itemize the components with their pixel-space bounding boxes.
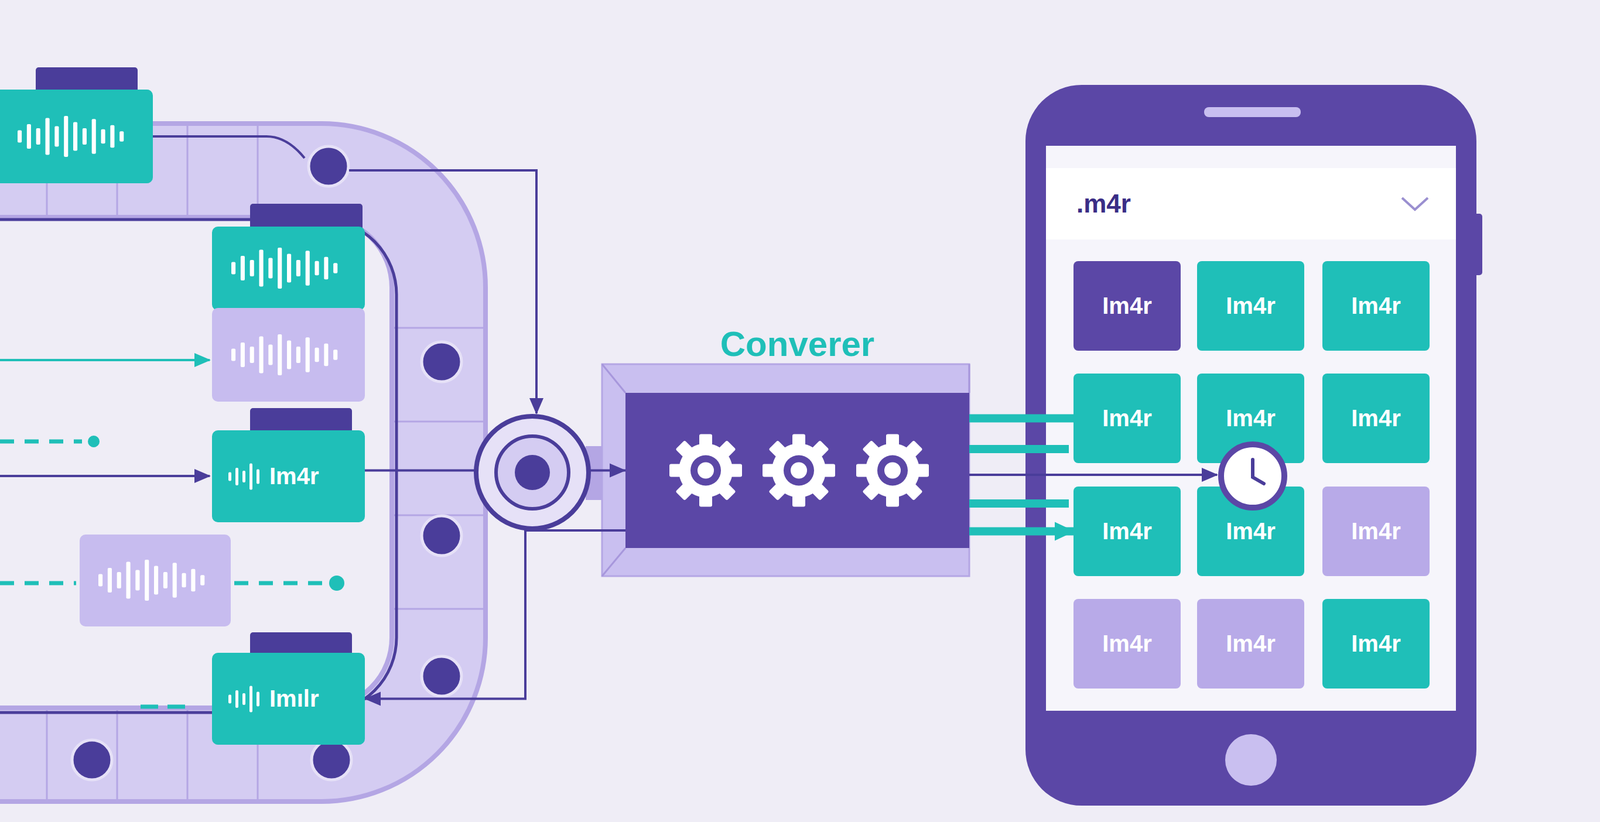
input-arrow — [0, 359, 210, 362]
dashed-line — [0, 581, 77, 586]
input-arrow — [0, 474, 210, 478]
ringtone-tile: Im4r — [1073, 599, 1181, 689]
feed-line — [349, 170, 537, 414]
audio-file-tile — [0, 89, 153, 184]
file-label: Imılr — [269, 685, 319, 713]
ringtone-tile: Im4r — [1197, 599, 1305, 689]
file-label: Im4r — [1102, 630, 1152, 658]
conveyor-belt — [0, 170, 439, 755]
hub-wheel — [476, 416, 589, 529]
file-label: Im4r — [1225, 292, 1276, 320]
file-label: Im4r — [1225, 630, 1276, 658]
dashed-line — [234, 581, 323, 586]
ringtone-tile: Im4r — [1197, 261, 1305, 351]
file-label: Im4r — [1225, 518, 1276, 545]
file-label: Im4r — [1351, 518, 1401, 545]
audio-file-tile — [79, 534, 231, 627]
converter-box: Converer — [625, 392, 970, 549]
output-stream — [969, 499, 1069, 508]
ringtone-tile: Im4r — [1322, 599, 1430, 689]
file-label: Im4r — [1351, 630, 1401, 658]
dashed-line — [140, 705, 194, 710]
audio-file-tile: Im4r — [212, 430, 365, 523]
ringtone-tile: Im4r — [1073, 486, 1181, 577]
connector-arrow — [364, 530, 626, 700]
file-label: Im4r — [1102, 405, 1152, 432]
line-dot — [87, 435, 100, 448]
ringtone-tile: Im4r — [1073, 261, 1181, 351]
connector-arrow — [969, 527, 1074, 536]
output-arrow — [969, 473, 1217, 477]
conveyor-belt-surface — [0, 170, 439, 755]
phone-screen — [1045, 145, 1456, 711]
converter-bevel — [602, 364, 970, 577]
connector-arrow — [969, 414, 1074, 423]
converter-housing — [602, 364, 970, 577]
ringtone-tile: Im4r — [1322, 373, 1430, 464]
waveform-icons — [17, 115, 338, 601]
conveyor-track — [0, 219, 397, 713]
ringtone-tile: Im4r — [1073, 373, 1181, 464]
dropdown-value: .m4r — [1076, 189, 1131, 219]
waveform-icon — [226, 682, 263, 716]
audio-file-tile — [212, 226, 365, 311]
ringtone-tile: Im4r — [1197, 486, 1305, 577]
converter-title: Converer — [720, 323, 875, 365]
audio-file-tile: Imılr — [212, 653, 365, 745]
file-label: Im4r — [1102, 292, 1152, 320]
phone-home-button — [1225, 734, 1277, 786]
file-label: Im4r — [1225, 405, 1276, 432]
ringtone-tile: Im4r — [1322, 486, 1430, 577]
phone-body — [1025, 84, 1477, 806]
gear-icons — [625, 392, 970, 549]
conveyor-rollers — [72, 146, 462, 781]
output-stream — [969, 445, 1069, 454]
audio-file-tile — [212, 308, 365, 402]
format-dropdown: .m4r — [1045, 168, 1456, 240]
waveform-icon — [226, 460, 263, 494]
dropdown-chevron — [1397, 192, 1433, 216]
file-label: Im4r — [269, 463, 320, 490]
ringtone-tile: Im4r — [1197, 373, 1305, 464]
line-dot — [329, 575, 345, 591]
ringtone-tile: Im4r — [1322, 261, 1430, 351]
dashed-line — [0, 439, 82, 444]
phone-speaker — [1204, 107, 1301, 118]
file-label: Im4r — [1102, 518, 1152, 545]
file-label: Im4r — [1351, 405, 1401, 432]
file-label: Im4r — [1351, 292, 1401, 320]
feed-line — [152, 136, 305, 159]
